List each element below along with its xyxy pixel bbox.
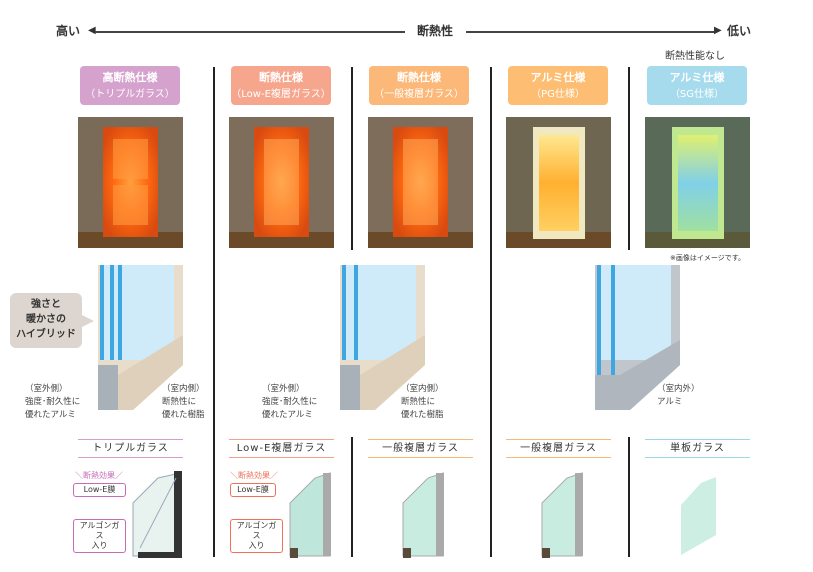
bubble-line: ハイブリッド bbox=[16, 329, 76, 340]
label: 優れたアルミ bbox=[25, 410, 76, 420]
arrow-left-icon: ◀ bbox=[88, 25, 96, 36]
label: （室外側） bbox=[25, 384, 68, 394]
pg-glass-illustration bbox=[541, 472, 583, 558]
arrow-right-icon: ▶ bbox=[714, 25, 722, 36]
spec-sub: （SG仕様） bbox=[669, 89, 725, 100]
spec-title: アルミ仕様 bbox=[530, 71, 586, 84]
general-glass-illustration bbox=[402, 472, 444, 558]
spec-label-sg: アルミ仕様 （SG仕様） bbox=[647, 66, 747, 105]
door-thermal-image-sg bbox=[645, 117, 750, 248]
aluminum-frame-cross-section bbox=[595, 265, 680, 410]
glass-label-general: 一般複層ガラス bbox=[368, 439, 473, 458]
glass-label-sg: 単板ガラス bbox=[645, 439, 750, 458]
divider bbox=[351, 67, 353, 250]
label: アルミ bbox=[657, 397, 683, 407]
divider bbox=[628, 437, 630, 557]
axis-line-right bbox=[466, 31, 716, 33]
glass-label-lowe: Low-E複層ガラス bbox=[229, 439, 334, 458]
axis-low-label: 低い bbox=[727, 24, 752, 38]
door-thermal-image-triple bbox=[78, 117, 183, 248]
bubble-line: 暖かさの bbox=[26, 314, 66, 325]
argon-gas-callout: アルゴンガス入り bbox=[230, 519, 283, 553]
label: 優れた樹脂 bbox=[401, 410, 444, 420]
lowe-film-callout: Low-E膜 bbox=[73, 483, 126, 497]
spec-label-triple: 高断熱仕様 （トリプルガラス） bbox=[80, 66, 180, 105]
axis-line-left bbox=[95, 31, 405, 33]
triple-glass-illustration bbox=[132, 471, 182, 558]
label: 断熱性に bbox=[162, 397, 197, 407]
door-thermal-image-lowe bbox=[229, 117, 334, 248]
spec-label-pg: アルミ仕様 （PG仕様） bbox=[508, 66, 608, 105]
label: 強度･耐久性に bbox=[25, 397, 81, 407]
hybrid-frame-cross-section bbox=[340, 265, 425, 410]
insulation-effect-label: ＼断熱効果／ bbox=[230, 471, 278, 480]
frame-label-outside: （室外側） 強度･耐久性に優れたアルミ bbox=[25, 383, 80, 422]
frame-label-inside: （室内側） 断熱性に優れた樹脂 bbox=[162, 383, 205, 422]
divider bbox=[351, 437, 353, 557]
frame-label-inside: （室内側） 断熱性に優れた樹脂 bbox=[401, 383, 444, 422]
label: （室内側） bbox=[401, 384, 444, 394]
spec-title: アルミ仕様 bbox=[669, 71, 725, 84]
lowe-glass-illustration bbox=[289, 472, 331, 558]
spec-sub: （一般複層ガラス） bbox=[374, 89, 464, 100]
spec-sub: （PG仕様） bbox=[531, 89, 585, 100]
hybrid-callout-bubble: 強さと 暖かさの ハイブリッド bbox=[10, 293, 82, 348]
divider bbox=[213, 67, 215, 557]
insulation-effect-label: ＼断熱効果／ bbox=[75, 471, 123, 480]
label: （室外側） bbox=[262, 384, 305, 394]
glass-label-triple: トリプルガラス bbox=[78, 439, 183, 458]
single-glass-illustration bbox=[681, 477, 716, 555]
label: 入り bbox=[91, 541, 108, 550]
bubble-line: 強さと bbox=[31, 299, 61, 310]
no-insulation-note: 断熱性能なし bbox=[665, 51, 725, 62]
label: （室内側） bbox=[162, 384, 205, 394]
glass-label-pg: 一般複層ガラス bbox=[506, 439, 611, 458]
label: 優れた樹脂 bbox=[162, 410, 205, 420]
frame-label-both: （室内外） アルミ bbox=[657, 383, 700, 409]
divider bbox=[628, 67, 630, 250]
axis-high-label: 高い bbox=[56, 24, 81, 38]
label: 断熱性に bbox=[401, 397, 436, 407]
spec-title: 断熱仕様 bbox=[397, 71, 441, 84]
argon-gas-callout: アルゴンガス入り bbox=[73, 519, 126, 553]
lowe-film-callout: Low-E膜 bbox=[230, 483, 276, 497]
label: アルゴンガス bbox=[236, 521, 277, 540]
label: 入り bbox=[248, 541, 265, 550]
label: （室内外） bbox=[657, 384, 700, 394]
label: 優れたアルミ bbox=[262, 410, 313, 420]
spec-label-lowe: 断熱仕様 （Low-E複層ガラス） bbox=[231, 66, 331, 105]
spec-title: 高断熱仕様 bbox=[102, 71, 158, 84]
label: 強度･耐久性に bbox=[262, 397, 318, 407]
spec-sub: （トリプルガラス） bbox=[85, 89, 175, 100]
spec-label-general: 断熱仕様 （一般複層ガラス） bbox=[369, 66, 469, 105]
spec-title: 断熱仕様 bbox=[259, 71, 303, 84]
spec-sub: （Low-E複層ガラス） bbox=[231, 89, 331, 100]
image-note: ※画像はイメージです。 bbox=[670, 254, 746, 262]
axis-title: 断熱性 bbox=[417, 24, 454, 38]
hybrid-frame-cross-section bbox=[98, 265, 183, 410]
divider bbox=[490, 67, 492, 557]
door-thermal-image-pg bbox=[506, 117, 611, 248]
door-thermal-image-general bbox=[368, 117, 473, 248]
bubble-pointer bbox=[82, 315, 94, 327]
label: アルゴンガス bbox=[79, 521, 120, 540]
frame-label-outside: （室外側） 強度･耐久性に優れたアルミ bbox=[262, 383, 317, 422]
